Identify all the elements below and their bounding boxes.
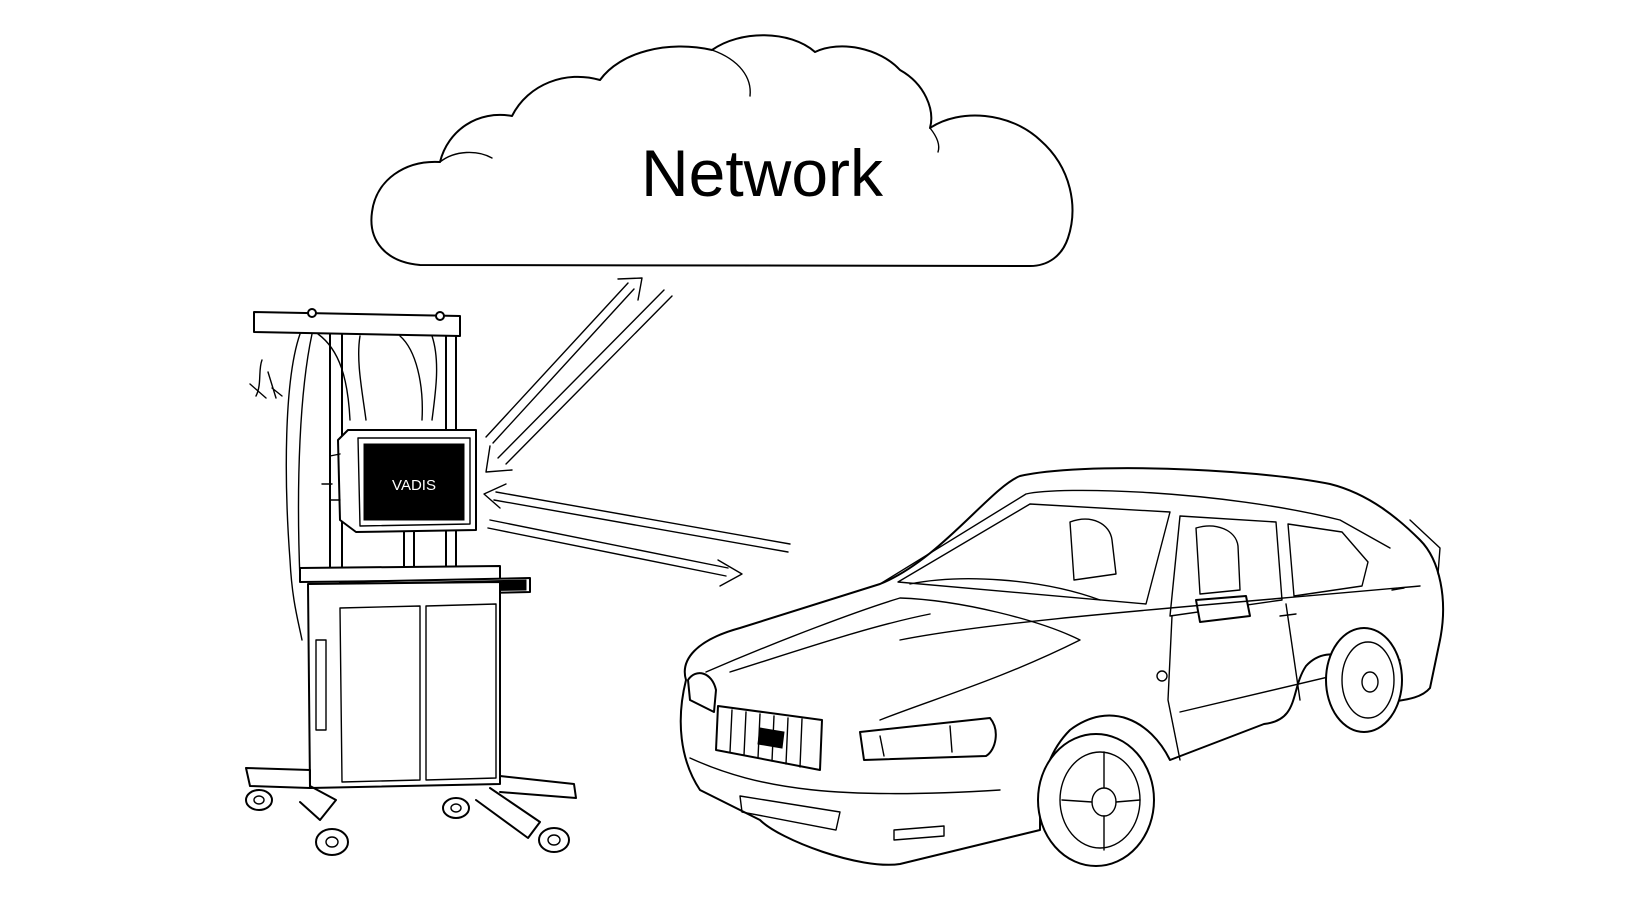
car-rear-light [1409, 519, 1441, 575]
car-headlight-left [687, 672, 717, 713]
network-cloud: Network [370, 34, 1074, 267]
terminal-base [245, 767, 577, 839]
cabinet-door-right [425, 603, 497, 781]
monitor-screen [363, 443, 465, 521]
car-roofline [879, 489, 1391, 585]
wheel-back-center [442, 797, 470, 819]
monitor-screen-text: VADIS [392, 477, 436, 494]
car-front-window [1169, 515, 1283, 617]
car-grille-badge [757, 727, 785, 749]
car-wheel-front [1037, 733, 1155, 867]
cloud-inner-curve-left [439, 151, 493, 163]
car-lower-intake [739, 795, 841, 831]
wheel-back-left [315, 828, 349, 856]
car-wheel-rear [1325, 627, 1403, 733]
arrow-car-to-terminal [483, 483, 791, 553]
cloud-outline [370, 34, 1074, 267]
arrow-terminal-to-network [485, 277, 643, 444]
cable-2 [297, 333, 313, 581]
top-bar-knob-right [435, 311, 445, 321]
car-hood-crease [729, 613, 931, 673]
car-door-line-front [1167, 615, 1181, 761]
cable-6 [431, 335, 438, 421]
car-fog-lights [893, 825, 945, 841]
car-headlight-right-detail [879, 725, 953, 757]
car-door-handle-rear [1391, 587, 1405, 591]
cabinet-door-left [339, 605, 421, 783]
cabinet-side-rail [315, 639, 327, 731]
diagnostic-terminal: VADIS [245, 308, 577, 856]
monitor-side-bracket [321, 453, 341, 501]
car-side-marker [1156, 670, 1168, 682]
car-hood [705, 597, 1081, 721]
car-dashboard [909, 578, 1101, 601]
connector-hook [249, 359, 283, 399]
cloud-label: Network [641, 136, 884, 210]
cloud-inner-curve-mid [711, 49, 751, 97]
car-bumper [689, 757, 1001, 795]
car-rear-window [1287, 523, 1369, 597]
car-seat-front [1069, 518, 1117, 581]
car [679, 467, 1445, 867]
arrow-terminal-to-car [487, 519, 743, 587]
wheel-front-left [245, 789, 273, 811]
terminal-cabinet [307, 581, 501, 789]
monitor-bezel [357, 437, 471, 527]
cable-1 [285, 333, 303, 641]
car-beltline [899, 585, 1421, 641]
car-seat-rear [1195, 525, 1241, 595]
cable-3 [317, 333, 351, 421]
car-door-handle-front [1279, 613, 1297, 617]
top-bar-knob-left [307, 308, 317, 318]
car-windshield [897, 503, 1171, 605]
arrow-network-to-terminal [485, 289, 673, 473]
wheel-front-right [538, 827, 570, 853]
monitor-stand [403, 531, 415, 567]
car-headlight-right [859, 717, 997, 761]
cable-4 [358, 335, 367, 421]
terminal-top-bar [253, 311, 461, 337]
cable-5 [399, 335, 424, 421]
cloud-inner-curve-right [929, 127, 940, 153]
